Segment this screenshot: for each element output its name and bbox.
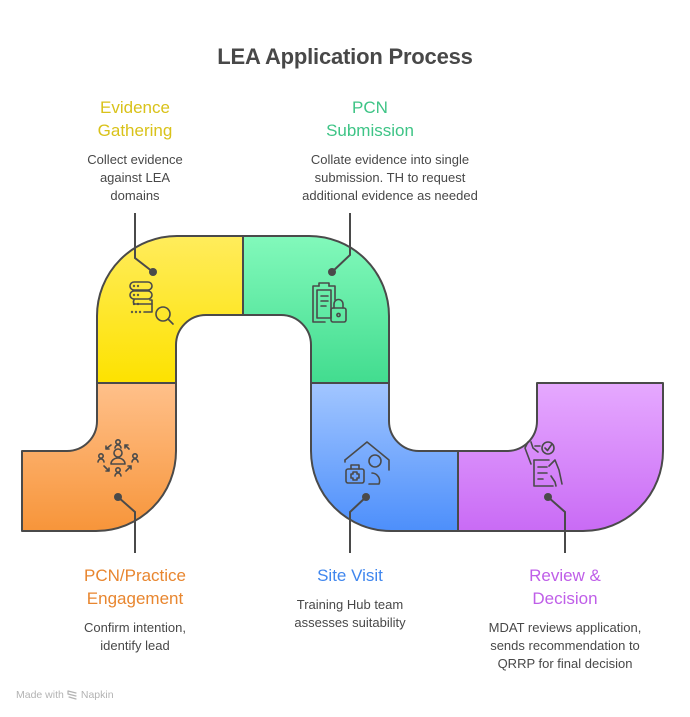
connector-review-decision: [547, 496, 566, 553]
diagram-title: LEA Application Process: [217, 44, 473, 69]
made-with-napkin-footer[interactable]: Made with Napkin: [16, 689, 114, 701]
napkin-brand-label: Napkin: [80, 689, 114, 701]
connector-dot: [149, 268, 157, 276]
people-network-icon: [97, 438, 139, 477]
connector-evidence-gathering: [134, 213, 154, 273]
document-review-check-icon: [524, 441, 563, 487]
made-with-label: Made with: [16, 689, 64, 701]
database-search-icon: [129, 281, 174, 325]
home-medical-visit-icon: [344, 441, 390, 485]
connector-dot: [328, 268, 336, 276]
step-desc-review-decision: MDAT reviews application, sends recommen…: [488, 620, 642, 671]
segment-pcn-submission: [242, 235, 390, 384]
segment-review-decision: [457, 382, 664, 532]
step-desc-pcn-submission: Collate evidence into single submission.…: [302, 152, 478, 203]
connector-dot: [544, 493, 552, 501]
segment-evidence-gathering: [96, 235, 244, 384]
connector-dot: [114, 493, 122, 501]
step-title-pcn-practice-engagement: PCN/Practice Engagement: [83, 566, 187, 608]
step-title-site-visit: Site Visit: [317, 566, 383, 585]
connector-site-visit: [349, 496, 367, 553]
step-title-review-decision: Review & Decision: [529, 566, 601, 608]
step-title-evidence-gathering: Evidence Gathering: [97, 98, 173, 140]
clipboard-lock-icon: [312, 282, 347, 323]
step-desc-evidence-gathering: Collect evidence against LEA domains: [87, 152, 183, 203]
connector-dot: [362, 493, 370, 501]
connector-pcn-practice-engagement: [117, 496, 136, 553]
step-desc-site-visit: Training Hub team assesses suitability: [294, 597, 406, 630]
step-desc-pcn-practice-engagement: Confirm intention, identify lead: [84, 620, 186, 653]
napkin-logo-icon: [67, 689, 77, 700]
step-title-pcn-submission: PCN Submission: [326, 98, 414, 140]
connector-pcn-submission: [331, 213, 351, 273]
